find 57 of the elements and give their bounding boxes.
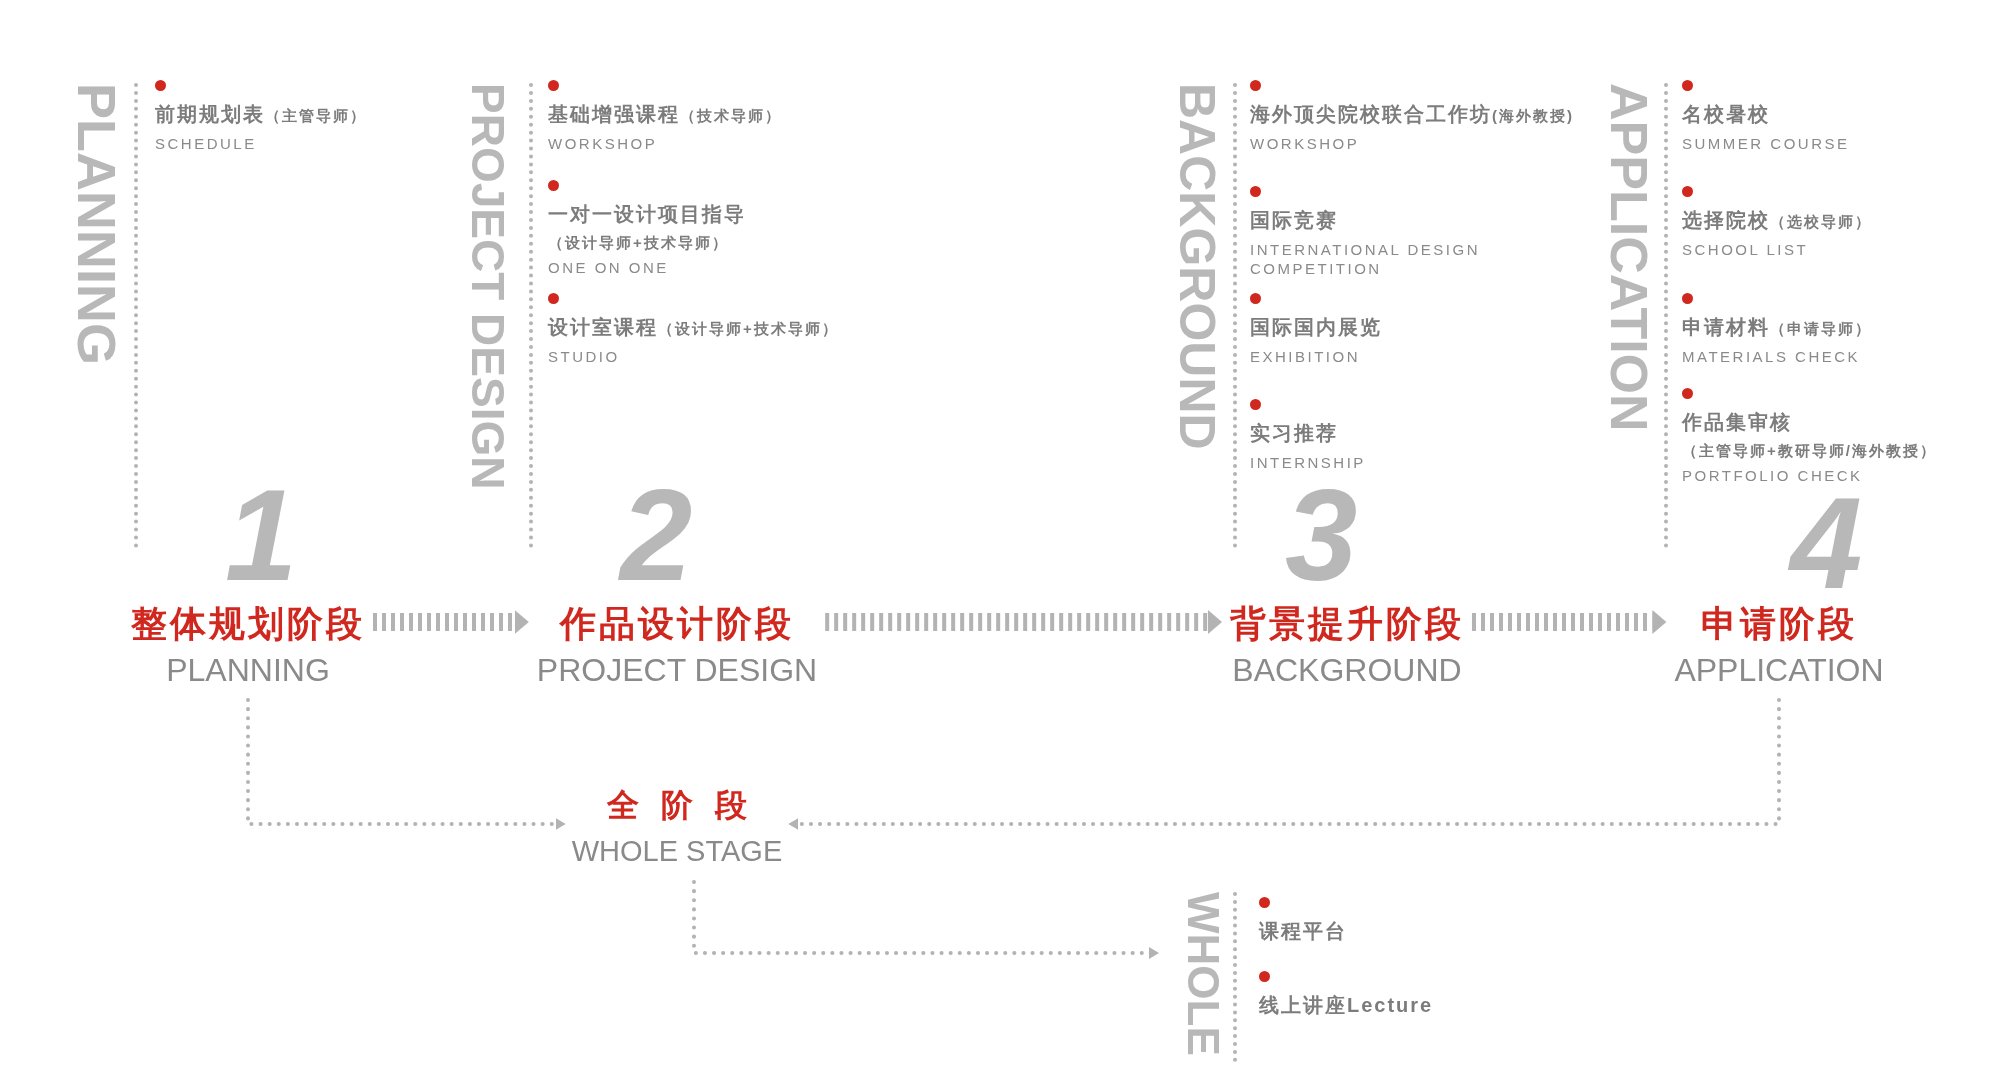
item-title: 一对一设计项目指导 bbox=[548, 203, 746, 225]
item-title: 设计室课程 bbox=[548, 316, 658, 338]
arrow bbox=[786, 698, 1781, 830]
item-subtitle: SCHEDULE bbox=[155, 134, 258, 153]
item-title: 实习推荐 bbox=[1250, 422, 1338, 444]
column-heading: APPLICATION bbox=[1603, 83, 1655, 432]
stage-subtitle: BACKGROUND bbox=[1231, 651, 1463, 690]
arrow bbox=[246, 698, 568, 830]
item-subtitle: SCHOOL LIST bbox=[1682, 240, 1810, 259]
item-title: 线上讲座Lecture bbox=[1259, 994, 1434, 1016]
item-subtitle: MATERIALS CHECK bbox=[1682, 347, 1862, 366]
mentor-note: （申请导师） bbox=[1770, 320, 1872, 337]
stage-title: 作品设计阶段 bbox=[558, 602, 795, 646]
arrow bbox=[1472, 610, 1667, 634]
stage-subtitle: PLANNING bbox=[165, 651, 331, 690]
mentor-note: （设计导师+技术导师） bbox=[658, 320, 839, 337]
item-subtitle: WORKSHOP bbox=[548, 134, 659, 153]
arrow bbox=[373, 610, 529, 634]
step-number: 3 bbox=[1285, 470, 1358, 600]
item-title: 国际国内展览 bbox=[1250, 316, 1382, 338]
item-subtitle: WORKSHOP bbox=[1250, 134, 1361, 153]
mentor-note: （技术导师） bbox=[680, 107, 782, 124]
item-subtitle: INTERNSHIP bbox=[1250, 453, 1366, 472]
column-heading: WHOLE bbox=[1181, 892, 1225, 1056]
item-title: 选择院校 bbox=[1682, 209, 1770, 231]
stage-subtitle: WHOLE STAGE bbox=[571, 834, 783, 869]
item-title: 课程平台 bbox=[1259, 920, 1347, 942]
item-title: 海外顶尖院校联合工作坊 bbox=[1250, 103, 1492, 125]
mentor-note: （选校导师） bbox=[1770, 213, 1872, 230]
item-title: 国际竞赛 bbox=[1250, 209, 1338, 231]
column-heading: PLANNING bbox=[70, 83, 124, 365]
item-title: 基础增强课程 bbox=[548, 103, 680, 125]
item-title: 申请材料 bbox=[1682, 316, 1770, 338]
column-heading: PROJECT DESIGN bbox=[465, 83, 511, 490]
mentor-note: （主管导师） bbox=[265, 107, 367, 124]
item-title: 前期规划表 bbox=[155, 103, 265, 125]
mentor-note: （主管导师+教研导师/海外教授） bbox=[1682, 442, 1937, 461]
item-subtitle: SUMMER COURSE bbox=[1682, 134, 1850, 153]
arrow bbox=[825, 610, 1222, 634]
mentor-note: (海外教授) bbox=[1492, 107, 1574, 124]
item-subtitle: INTERNATIONAL DESIGN COMPETITION bbox=[1250, 240, 1482, 278]
stage-title: 申请阶段 bbox=[1700, 602, 1858, 646]
stage-title: 全阶段 bbox=[606, 786, 770, 825]
column-heading: BACKGROUND bbox=[1172, 83, 1222, 450]
stage-subtitle: PROJECT DESIGN bbox=[536, 651, 818, 690]
step-number: 1 bbox=[225, 470, 298, 600]
item-subtitle: STUDIO bbox=[548, 347, 621, 366]
item-title: 作品集审核 bbox=[1682, 411, 1792, 433]
stage-title: 整体规划阶段 bbox=[131, 602, 365, 646]
item-title: 名校暑校 bbox=[1682, 103, 1770, 125]
stage-subtitle: APPLICATION bbox=[1674, 651, 1884, 690]
mentor-note: （设计导师+技术导师） bbox=[548, 234, 730, 253]
step-number: 2 bbox=[620, 470, 693, 600]
arrow bbox=[692, 880, 1161, 959]
stage-title: 背景提升阶段 bbox=[1230, 602, 1464, 646]
item-subtitle: EXHIBITION bbox=[1250, 347, 1361, 366]
item-subtitle: ONE ON ONE bbox=[548, 258, 670, 277]
